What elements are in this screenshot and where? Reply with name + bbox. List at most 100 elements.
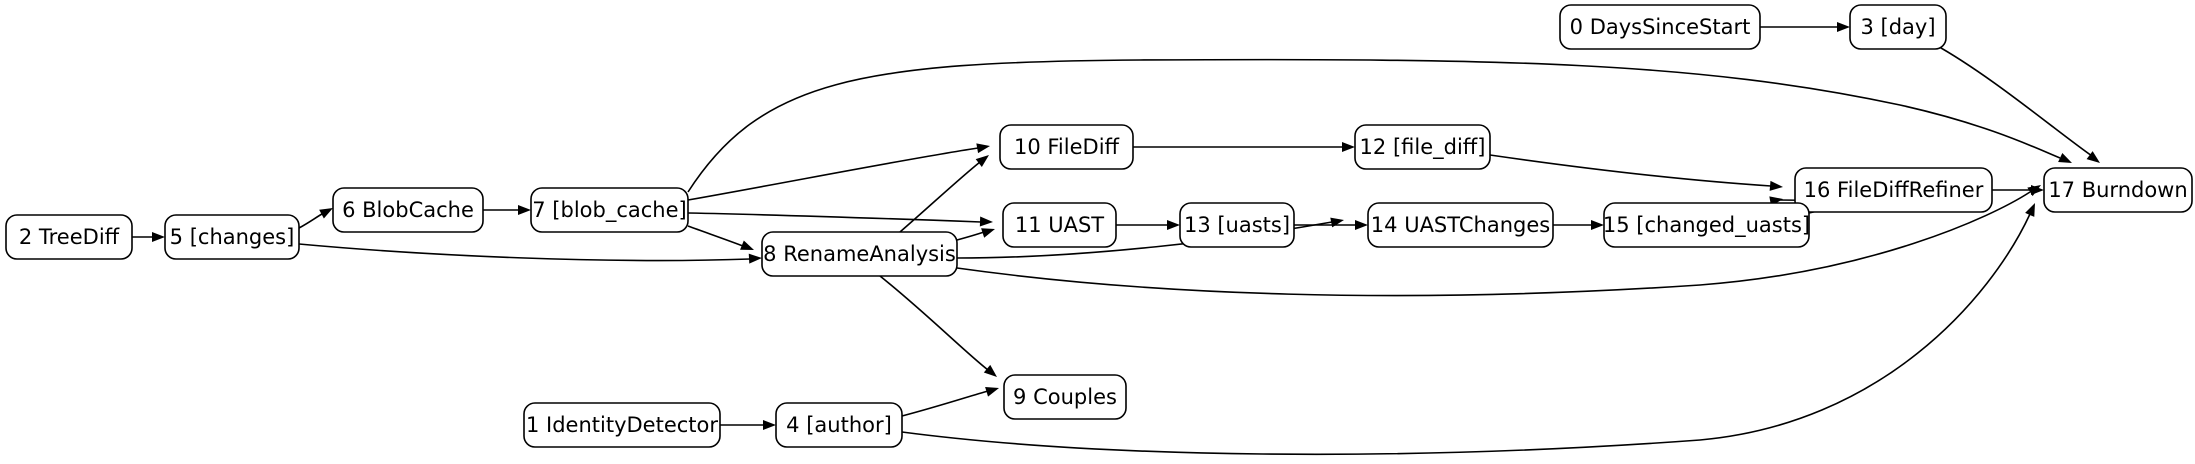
edge-arrowhead xyxy=(985,387,999,397)
node-label: 6 BlobCache xyxy=(342,198,474,222)
graph-edge xyxy=(899,155,989,233)
graph-edge xyxy=(1133,142,1355,152)
node-label: 2 TreeDiff xyxy=(19,225,120,249)
node-shape[interactable] xyxy=(523,402,721,448)
graph-edge xyxy=(1933,43,2100,163)
edge-line xyxy=(879,275,989,371)
graph-edge xyxy=(687,225,754,250)
node-shape[interactable] xyxy=(1179,202,1295,248)
graph-node[interactable]: 1 IdentityDetector xyxy=(523,402,721,448)
graph-node[interactable]: 10 FileDiff xyxy=(999,124,1134,170)
graph-node[interactable]: 8 RenameAnalysis xyxy=(761,231,958,277)
graph-node[interactable]: 5 [changes] xyxy=(164,214,300,260)
node-label: 5 [changes] xyxy=(170,225,295,249)
node-shape[interactable] xyxy=(999,124,1134,170)
graph-node[interactable]: 16 FileDiffRefiner xyxy=(1794,167,1993,213)
graph-node[interactable]: 7 [blob_cache] xyxy=(530,187,689,233)
node-label: 12 [file_diff] xyxy=(1360,135,1486,160)
graph-edge xyxy=(687,143,990,201)
graph-node[interactable]: 15 [changed_uasts] xyxy=(1603,202,1810,248)
node-shape[interactable] xyxy=(1559,4,1761,50)
node-label: 7 [blob_cache] xyxy=(532,198,686,223)
edge-line xyxy=(901,213,2031,456)
graph-edge xyxy=(901,203,2035,456)
node-label: 4 [author] xyxy=(786,413,892,437)
edge-arrowhead xyxy=(152,232,165,242)
graph-node[interactable]: 0 DaysSinceStart xyxy=(1559,4,1761,50)
node-shape[interactable] xyxy=(5,214,133,260)
graph-edge xyxy=(132,232,165,242)
node-label: 1 IdentityDetector xyxy=(526,413,718,437)
graph-node[interactable]: 11 UAST xyxy=(1002,202,1117,248)
node-label: 8 RenameAnalysis xyxy=(763,242,956,266)
edge-arrowhead xyxy=(2058,152,2072,163)
graph-edge xyxy=(687,58,2072,193)
node-label: 10 FileDiff xyxy=(1014,135,1120,159)
graph-edge xyxy=(1116,220,1180,230)
nodes-layer: 0 DaysSinceStart 3 [day] 10 FileDiff 12 [fi… xyxy=(5,4,2193,448)
graph-node[interactable]: 3 [day] xyxy=(1849,4,1947,50)
edge-line xyxy=(1489,154,1772,187)
graph-node[interactable]: 2 TreeDiff xyxy=(5,214,133,260)
graph-edge xyxy=(483,205,531,215)
node-shape[interactable] xyxy=(1849,4,1947,50)
edge-arrowhead xyxy=(2086,151,2100,163)
node-shape[interactable] xyxy=(1794,167,1993,213)
node-shape[interactable] xyxy=(761,231,958,277)
edge-arrowhead xyxy=(1342,142,1355,152)
edge-line xyxy=(956,231,985,241)
edge-arrowhead xyxy=(981,228,995,238)
edge-arrowhead xyxy=(976,143,990,154)
node-label: 15 [changed_uasts] xyxy=(1603,213,1810,238)
edge-arrowhead xyxy=(1355,220,1368,230)
graph-node[interactable]: 13 [uasts] xyxy=(1179,202,1295,248)
node-label: 16 FileDiffRefiner xyxy=(1804,178,1984,202)
edge-line xyxy=(901,390,989,417)
graph-edge xyxy=(956,228,995,241)
node-shape[interactable] xyxy=(332,187,484,233)
edge-arrowhead xyxy=(1769,180,1783,191)
edge-line xyxy=(687,225,744,247)
node-label: 13 [uasts] xyxy=(1184,213,1290,237)
graph-node[interactable]: 14 UASTChanges xyxy=(1367,202,1554,248)
node-shape[interactable] xyxy=(1367,202,1554,248)
graph-node[interactable]: 12 [file_diff] xyxy=(1354,124,1491,170)
node-shape[interactable] xyxy=(530,187,689,233)
node-shape[interactable] xyxy=(1354,124,1491,170)
node-shape[interactable] xyxy=(1002,202,1117,248)
edge-line xyxy=(687,58,2061,193)
edge-line xyxy=(298,213,323,229)
node-shape[interactable] xyxy=(775,402,903,448)
edge-arrowhead xyxy=(1167,220,1180,230)
edge-arrowhead xyxy=(983,364,997,377)
node-shape[interactable] xyxy=(1603,202,1810,248)
node-shape[interactable] xyxy=(2043,167,2193,213)
node-label: 11 UAST xyxy=(1015,213,1104,237)
edge-arrowhead xyxy=(2031,185,2044,195)
edge-arrowhead xyxy=(979,216,993,227)
graph-node[interactable]: 9 Couples xyxy=(1003,374,1127,420)
graph-edge xyxy=(1760,22,1850,32)
graph-edge xyxy=(1294,220,1368,230)
graph-node[interactable]: 17 Burndown xyxy=(2043,167,2193,213)
edge-arrowhead xyxy=(518,205,531,215)
edge-arrowhead xyxy=(763,420,776,430)
node-shape[interactable] xyxy=(164,214,300,260)
node-shape[interactable] xyxy=(1003,374,1127,420)
edge-arrowhead xyxy=(740,240,754,250)
edge-line xyxy=(298,243,751,262)
graph-edge xyxy=(720,420,776,430)
graph-edge xyxy=(1489,154,1783,191)
edge-arrowhead xyxy=(748,253,762,264)
node-label: 0 DaysSinceStart xyxy=(1570,15,1751,39)
node-label: 17 Burndown xyxy=(2048,178,2187,202)
graph-node[interactable]: 6 BlobCache xyxy=(332,187,484,233)
edge-line xyxy=(1933,43,2093,157)
graph-edge xyxy=(1553,220,1604,230)
edge-arrowhead xyxy=(975,155,989,167)
edge-arrowhead xyxy=(2025,203,2035,217)
edge-arrowhead xyxy=(319,208,333,219)
graph-node[interactable]: 4 [author] xyxy=(775,402,903,448)
